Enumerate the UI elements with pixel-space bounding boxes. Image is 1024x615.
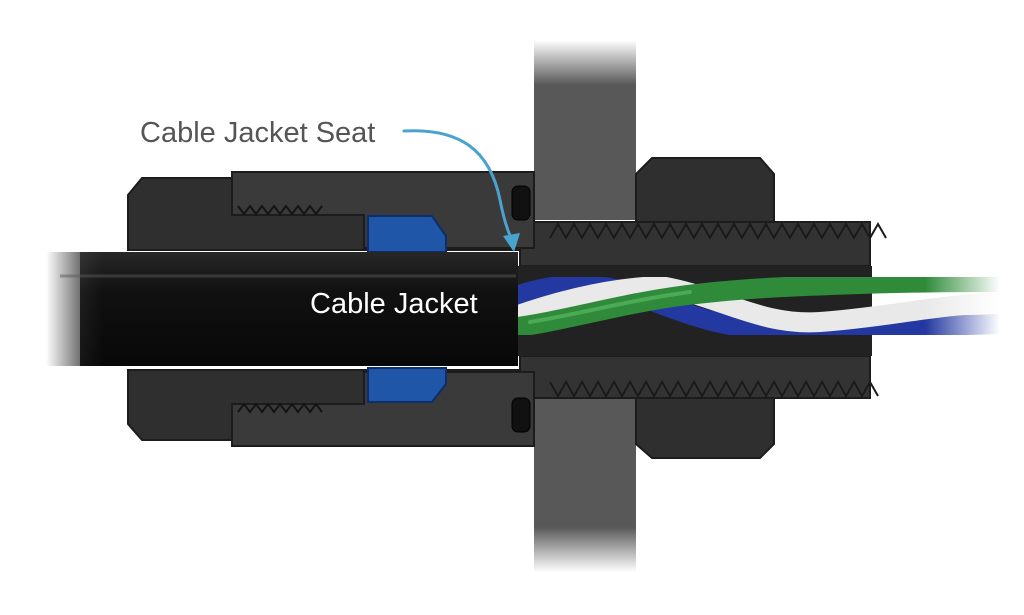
panel-wall-bottom: [534, 392, 636, 572]
thread-cap-upper-icon: [237, 204, 323, 216]
seal-insert-lower: [367, 367, 447, 403]
twisted-wires: [500, 272, 1010, 341]
oring-lower-icon: [511, 397, 531, 433]
callout-arrowhead-icon: [503, 233, 520, 252]
thread-spigot-lower-icon: [549, 379, 879, 399]
thread-spigot-upper-icon: [549, 221, 887, 241]
wire-blue: [500, 274, 1010, 341]
lock-nut-upper: [635, 157, 775, 233]
label-cable-jacket: Cable Jacket: [310, 288, 478, 320]
wire-green: [500, 272, 1010, 338]
wire-white: [500, 275, 1010, 333]
cable-jacket-sheen: [80, 252, 518, 366]
wire-green-sheen: [528, 290, 692, 324]
panel-wall-top: [534, 40, 636, 220]
thread-cap-lower-icon: [237, 402, 323, 414]
oring-upper-icon: [511, 185, 531, 221]
seal-insert-upper: [367, 215, 447, 253]
label-cable-jacket-seat: Cable Jacket Seat: [140, 117, 375, 149]
body-upper: [231, 171, 535, 249]
callout-arrow-icon: [402, 129, 514, 242]
